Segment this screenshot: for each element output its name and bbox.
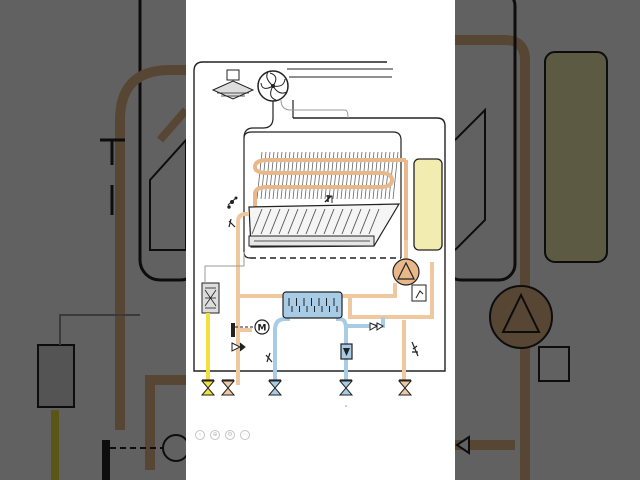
gas-valve-icon [200, 379, 216, 396]
burner-ridge [296, 208, 308, 235]
burner-ridge [314, 208, 326, 235]
hot-water-circuit-pipes [273, 317, 385, 385]
flame-sensor-icon [324, 195, 333, 203]
heating-return-valve-icon [397, 379, 413, 396]
cold-water-inlet-valve-icon [338, 379, 354, 396]
temperature-sensor-icon [228, 218, 236, 228]
combustion-chamber [243, 131, 402, 258]
burner-ridge [359, 208, 371, 235]
hot-water-outlet-valve-icon [267, 379, 283, 396]
heating-flow-valve-icon [220, 379, 236, 396]
more-icon[interactable]: ⋯ [240, 430, 250, 440]
zoom-icon[interactable]: ⊕ [210, 430, 220, 440]
plate [303, 298, 308, 312]
plate [311, 298, 315, 312]
three-way-valve-icon [340, 343, 353, 360]
diverter-valve-motor: M [231, 319, 270, 337]
connection-valves [200, 379, 413, 396]
background-left-blur [0, 0, 186, 480]
burner-ridge [251, 208, 263, 235]
burner-ridge [332, 208, 344, 235]
burner-ridge [323, 208, 335, 235]
plate [288, 298, 293, 312]
plate [333, 298, 338, 312]
burner-ridge [368, 208, 380, 235]
burner-ridge [350, 208, 362, 235]
previous-icon[interactable]: ‹ [195, 430, 205, 440]
plate [318, 298, 323, 312]
burner-ridge [287, 208, 299, 235]
expansion-vessel [413, 158, 443, 251]
safety-valve-icon [411, 341, 419, 357]
plate [296, 298, 300, 312]
burner [248, 203, 401, 248]
bypass-valve-icon [231, 342, 246, 352]
circulation-pump-icon [392, 258, 420, 286]
burner-ridge [305, 208, 317, 235]
plate [326, 298, 330, 312]
overheat-thermostat-icon [227, 196, 238, 209]
burner-ridge [341, 208, 353, 235]
player-controls: ‹ ⊕ ⚙ ⋯ [195, 430, 255, 442]
plate-heat-exchanger [282, 291, 343, 319]
burner-ridge [260, 208, 272, 235]
background-right-blur [455, 0, 640, 480]
boiler-schematic: M [193, 61, 446, 407]
fan-icon [257, 70, 289, 102]
boiler-diagram-panel: M [186, 0, 455, 480]
air-pressure-switch-icon [211, 69, 255, 100]
flow-sensor-icon [265, 352, 273, 363]
hot-water-check-valve-icon [369, 322, 384, 331]
flue-duct [243, 100, 274, 259]
motor-icon [254, 319, 270, 335]
burner-ridge [269, 208, 281, 235]
settings-icon[interactable]: ⚙ [225, 430, 235, 440]
boiler-casing [193, 61, 446, 372]
motor-label: M [258, 324, 267, 334]
pressure-switch-icon [411, 284, 427, 302]
gas-line [201, 252, 245, 385]
heat-exchanger-tube [252, 158, 406, 210]
burner-ridge [278, 208, 290, 235]
